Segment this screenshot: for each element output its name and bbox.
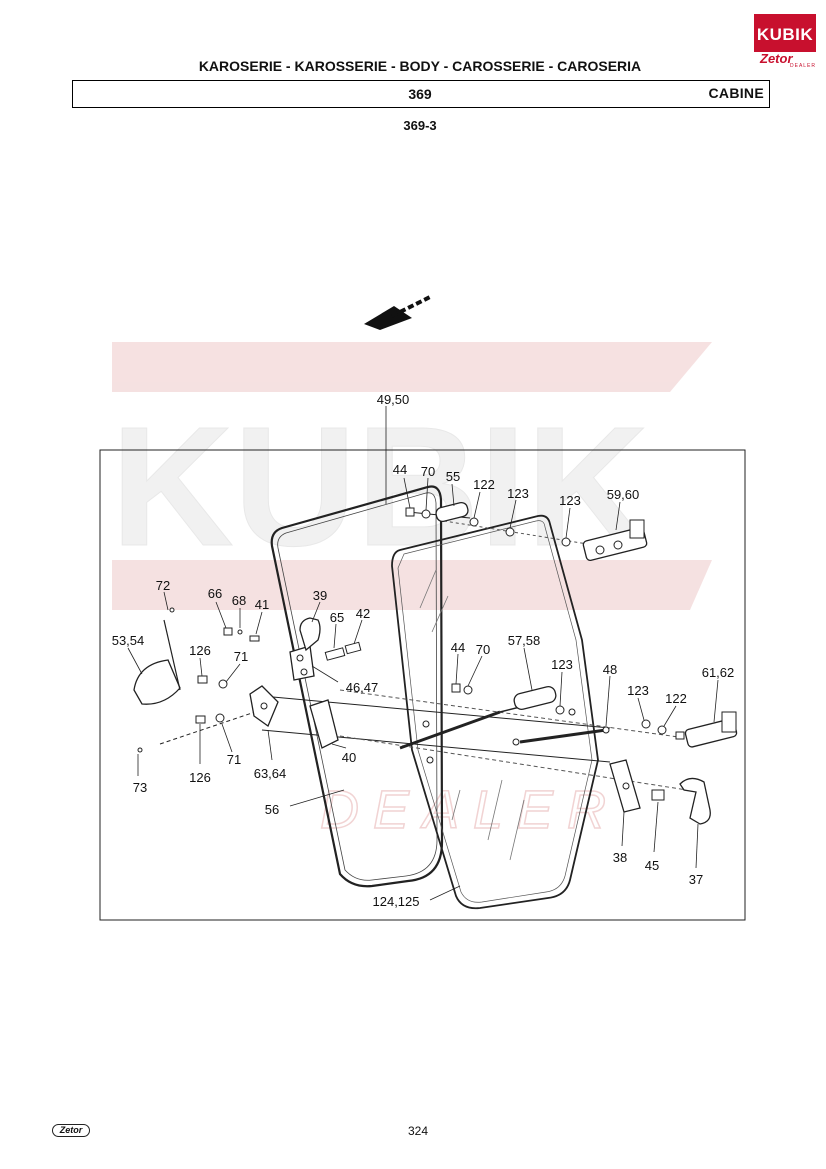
label-39: 39 [313,588,327,603]
hinge-plate-55 [435,501,469,523]
label-126-bottom: 126 [189,770,211,785]
leader-lines [127,406,719,901]
label-38: 38 [613,850,627,865]
bracket-40 [309,699,339,749]
label-70-top: 70 [421,464,435,479]
watermark: KUBIK DEALER [110,342,712,841]
logo-kubik-text: KUBIK [756,25,814,44]
label-57-58: 57,58 [508,633,541,648]
label-123-c: 123 [551,657,573,672]
label-44-top: 44 [393,462,407,477]
figure-code: 369-3 [403,118,437,133]
label-123-d: 123 [627,683,649,698]
label-124-125: 124,125 [373,894,420,909]
group-code: 369 [408,86,432,102]
watermark-band-top [112,342,712,392]
label-126-top: 126 [189,643,211,658]
page-number: 324 [407,1124,429,1138]
section-name: CABINE [708,85,764,101]
label-66: 66 [208,586,222,601]
label-40: 40 [342,750,356,765]
part-65 [324,647,346,661]
watermark-kubik-text: KUBIK [111,392,649,582]
door-frame-inner-line [277,492,438,881]
label-61-62: 61,62 [702,665,735,680]
part-42 [344,641,362,655]
logo-dealer-text: DEALER [790,63,817,69]
part-labels: 49,50 44 70 55 122 123 123 59,60 72 66 6… [112,392,735,909]
label-59-60: 59,60 [607,487,640,502]
glass-door-inner-line [397,520,593,903]
grab-handle-37 [679,777,711,825]
watermark-band-mid [112,560,712,610]
hinge-bracket-59-60 [582,519,648,562]
label-70-mid: 70 [476,642,490,657]
label-48: 48 [603,662,617,677]
direction-arrow-icon [364,294,433,330]
label-42: 42 [356,606,370,621]
door-frame-56 [270,485,444,888]
label-46-47: 46,47 [346,680,379,695]
label-123-a: 123 [507,486,529,501]
label-53-54: 53,54 [112,633,145,648]
label-49-50: 49,50 [377,392,410,407]
glass-reflections [419,569,525,861]
label-63-64: 63,64 [254,766,287,781]
label-45: 45 [645,858,659,873]
header-frame [72,80,770,108]
label-71-bottom: 71 [227,752,241,767]
glass-door-124-125 [391,514,599,910]
hinge-63-64 [249,685,279,728]
door-handle-39 [299,617,321,652]
hinge-plate-57-58 [513,685,557,711]
footer-zetor-logo: Zetor [52,1124,90,1137]
label-122-right: 122 [665,691,687,706]
label-55: 55 [446,469,460,484]
label-56: 56 [265,802,279,817]
label-68: 68 [232,593,246,608]
hinge-bracket-61-62 [684,711,738,748]
latch-bracket-46-47 [289,645,315,681]
diagram-frame [99,449,746,921]
label-72: 72 [156,578,170,593]
logo-badge [754,14,816,52]
rod-72 [163,619,181,691]
label-37: 37 [689,872,703,887]
label-73: 73 [133,780,147,795]
label-41: 41 [255,597,269,612]
label-44-mid: 44 [451,640,465,655]
label-122-top: 122 [473,477,495,492]
label-123-b: 123 [559,493,581,508]
plate-38 [609,759,641,813]
watermark-dealer-text: DEALER [320,780,620,840]
page-title: KAROSERIE - KAROSSERIE - BODY - CAROSSER… [198,58,642,74]
logo-zetor-text: Zetor [760,51,793,66]
label-71-top: 71 [234,649,248,664]
kubik-zetor-logo: KUBIK Zetor DEALER [754,14,816,70]
label-65: 65 [330,610,344,625]
gas-strut [399,699,607,750]
lock-cover-53-54 [133,659,181,705]
